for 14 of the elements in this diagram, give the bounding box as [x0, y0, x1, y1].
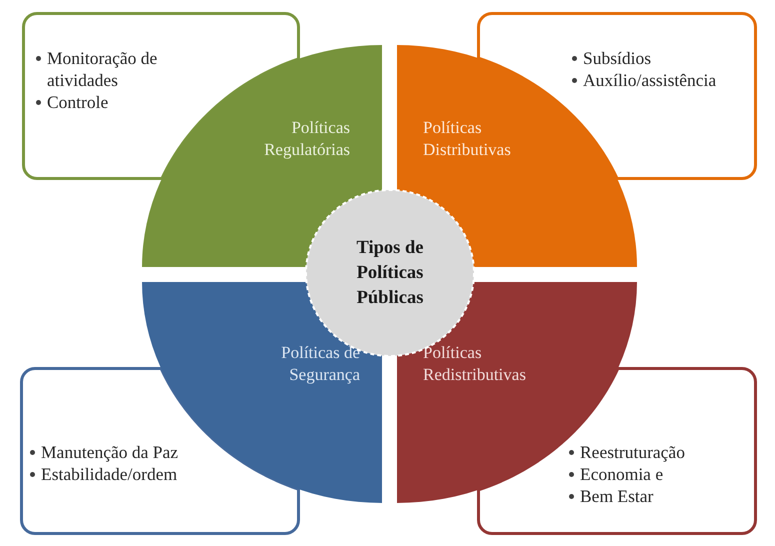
list-item-text: Subsídios — [583, 47, 652, 69]
list-item-text: Monitoração de atividades — [47, 47, 158, 91]
list-item-text: Reestruturação — [580, 441, 685, 463]
list-item-text: Manutenção da Paz — [41, 441, 178, 463]
quadrant-label: Políticas Regulatórias — [263, 117, 350, 161]
list-item-text: Controle — [47, 91, 108, 113]
list-item-text: Economia e — [580, 463, 664, 485]
quadrant-label: Políticas Distributivas — [423, 117, 512, 161]
quadrant-label: Políticas de Segurança — [280, 342, 360, 386]
list-item-text: Auxílio/assistência — [583, 69, 716, 91]
list-item-text: Estabilidade/ordem — [41, 463, 178, 485]
list-item-text: Bem Estar — [580, 485, 654, 507]
quadrant-label: Políticas Redistributivas — [423, 342, 527, 386]
center-title: Tipos de Políticas Públicas — [355, 236, 424, 310]
